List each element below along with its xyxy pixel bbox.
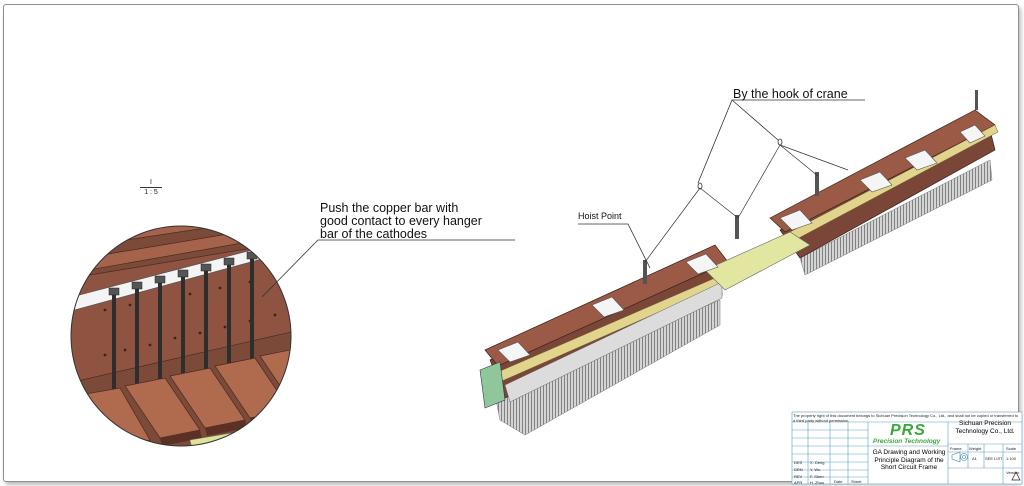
crane-cables xyxy=(644,144,849,263)
crane-hooks xyxy=(697,138,783,190)
front-edge-plate xyxy=(504,281,723,403)
frame-col-label: Frame xyxy=(950,446,962,451)
frame-value: A1 xyxy=(972,456,977,461)
short-circuit-frame xyxy=(479,90,999,436)
weight-col-label: Weight xyxy=(969,446,982,451)
copper-bar-callout: Push the copper bar with good contact to… xyxy=(320,202,482,241)
detail-circle-border xyxy=(70,225,292,447)
copper-callout-line-3: bar of the cathodes xyxy=(320,227,428,241)
sheet-label: Sheet xyxy=(851,479,862,484)
name-des: X. Deng xyxy=(810,460,825,465)
hoist-callout-leader xyxy=(578,223,651,269)
role-rev: REV xyxy=(794,474,803,479)
company-line-2: Technology Co., Ltd. xyxy=(955,428,1015,435)
name-apr: H. Zhou xyxy=(810,480,825,485)
drawing-title-line-2: Principle Diagram of the xyxy=(874,456,944,464)
name-rev: F. Shen xyxy=(810,474,824,479)
company-name: Sichuan Precision Technology Co., Ltd. xyxy=(950,420,1020,436)
hoist-point-callout: Hoist Point xyxy=(578,211,622,221)
role-apr: APR xyxy=(794,480,803,485)
green-end-block xyxy=(479,361,506,409)
copper-callout-line-2: good contact to every hanger xyxy=(320,214,482,228)
name-drn: Y. Wu xyxy=(810,467,821,472)
copyright-notice: The property right of this document belo… xyxy=(793,413,1019,423)
hanger-rods xyxy=(112,256,254,402)
drawing-title: GA Drawing and Working Principle Diagram… xyxy=(868,449,950,472)
projection-symbol-icon xyxy=(951,451,968,463)
top-rail xyxy=(71,239,291,315)
title-block-grid xyxy=(791,411,1023,485)
role-des: DES xyxy=(794,460,803,465)
centre-yellow-plate xyxy=(704,231,811,291)
version-label: Version xyxy=(1006,470,1020,475)
scale-col-label: Scale xyxy=(1006,446,1017,451)
copper-callout-leader xyxy=(261,239,515,298)
detail-view-circle xyxy=(71,226,291,446)
detail-scale-id: I xyxy=(140,178,162,188)
prs-logo-subtitle: Precision Technology xyxy=(873,438,941,445)
detail-scale-ratio: 1 : 5 xyxy=(144,189,158,196)
copper-callout-line-1: Push the copper bar with xyxy=(320,201,459,215)
crane-callout-leaders xyxy=(697,99,865,184)
drawing-title-line-3: Short Circuit Frame xyxy=(880,464,938,471)
warning-triangle-icon xyxy=(1011,471,1021,481)
scale-value: 1:100 xyxy=(1006,456,1017,461)
detail-scale-label: I 1 : 5 xyxy=(140,178,162,198)
prs-logo: PRS xyxy=(890,422,926,439)
date-label: Date xyxy=(834,479,843,484)
weight-value: SEE LIST xyxy=(985,456,1003,461)
company-line-1: Sichuan Precision xyxy=(958,420,1012,427)
fins-rear-bottom xyxy=(799,159,993,276)
crane-hook-callout: By the hook of crane xyxy=(733,87,848,101)
hoist-posts xyxy=(643,90,978,284)
rod-clamps xyxy=(108,251,258,296)
role-drn: DRN xyxy=(794,467,803,472)
drawing-title-line-1: GA Drawing and Working xyxy=(872,449,946,456)
cross-beams xyxy=(497,124,986,363)
title-block: The property right of this document belo… xyxy=(792,412,1022,485)
copper-plate xyxy=(71,239,291,386)
